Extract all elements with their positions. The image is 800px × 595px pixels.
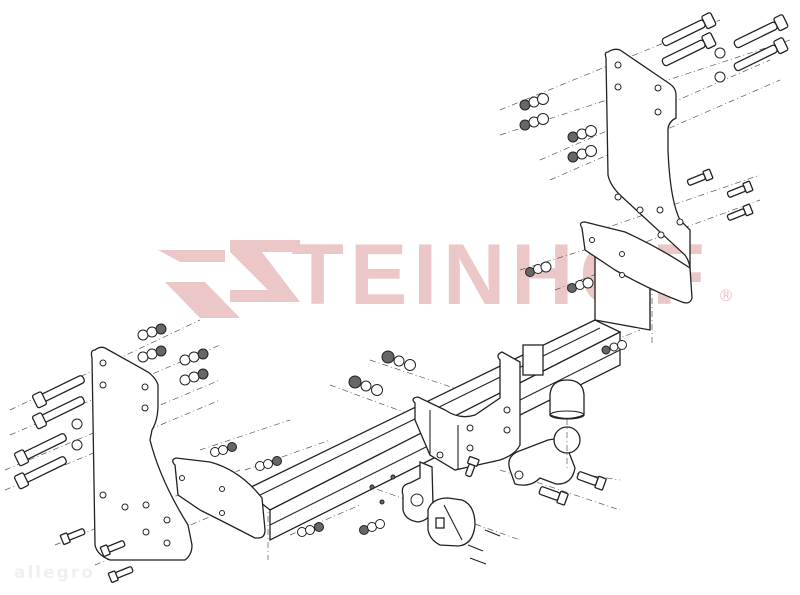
crossbar [243,224,651,542]
short-bolts [59,168,754,583]
nut-washer-sets [137,93,627,537]
long-bolts-top [661,12,789,83]
ball-cover [549,379,585,420]
left-mounting-bracket [90,346,193,561]
electrical-socket [427,497,476,547]
right-mounting-bracket [604,48,691,271]
logo-s-shape [158,232,300,318]
receiver-housing [412,344,544,471]
long-bolts-left [13,375,85,490]
ball-mount [508,380,581,486]
end-plate-left [172,457,266,539]
watermark-text: allegro [14,563,95,583]
end-plate-right [579,221,693,304]
socket-screws [467,529,501,565]
registered-mark: ® [718,286,734,305]
